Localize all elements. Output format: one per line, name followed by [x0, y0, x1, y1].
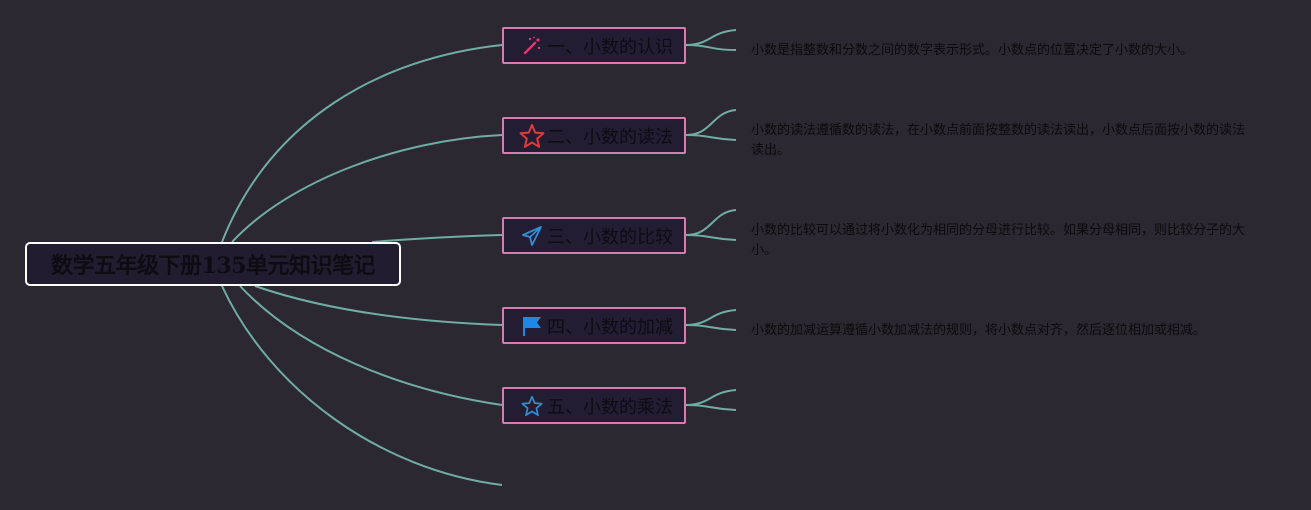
topic-3[interactable]: 三、小数的比较 [502, 217, 686, 254]
branch-line-6 [221, 285, 503, 486]
leaf-line-5a [685, 389, 737, 406]
flag-icon [519, 313, 545, 339]
leaf-line-4b [685, 324, 737, 331]
star-outline-icon [519, 393, 545, 419]
leaf-line-1b [685, 44, 737, 51]
branch-line-5 [239, 285, 503, 406]
leaf-line-3b [685, 234, 737, 241]
topic-2-label: 二、小数的读法 [547, 126, 673, 148]
topic-1-label: 一、小数的认识 [547, 36, 673, 58]
leaf-line-2a [685, 109, 737, 136]
root-topic[interactable]: 数学五年级下册135单元知识笔记 [25, 242, 401, 286]
topic-4-description[interactable]: 小数的加减运算遵循小数加减法的规则，将小数点对齐，然后逐位相加或相减。 [751, 323, 1207, 338]
leaf-line-1a [685, 29, 737, 46]
leaf-line-3a [685, 209, 737, 236]
leaf-line-5b [685, 404, 737, 411]
topic-3-label: 三、小数的比较 [547, 226, 673, 248]
topic-5-label: 五、小数的乘法 [547, 396, 673, 418]
leaf-line-2b [685, 134, 737, 141]
topic-4[interactable]: 四、小数的加减 [502, 307, 686, 344]
root-title: 数学五年级下册135单元知识笔记 [51, 253, 375, 279]
branch-line-2 [231, 134, 503, 243]
topic-5[interactable]: 五、小数的乘法 [502, 387, 686, 424]
branch-line-4 [254, 285, 503, 326]
topic-3-description[interactable]: 小数的比较可以通过将小数化为相同的分母进行比较。如果分母相同，则比较分子的大小。 [751, 223, 1246, 258]
topic-2[interactable]: 二、小数的读法 [502, 117, 686, 154]
branch-line-3 [371, 234, 503, 243]
topic-1[interactable]: 一、小数的认识 [502, 27, 686, 64]
topic-2-description[interactable]: 小数的读法遵循数的读法，在小数点前面按整数的读法读出，小数点后面按小数的读法读出… [751, 123, 1246, 158]
branch-line-1 [221, 44, 503, 243]
topic-1-description[interactable]: 小数是指整数和分数之间的数字表示形式。小数点的位置决定了小数的大小。 [751, 43, 1194, 58]
leaf-line-4a [685, 309, 737, 326]
star-outline-icon [519, 123, 545, 149]
paper-plane-icon [519, 223, 545, 249]
magic-wand-icon [519, 33, 545, 59]
topic-4-label: 四、小数的加减 [547, 316, 673, 338]
